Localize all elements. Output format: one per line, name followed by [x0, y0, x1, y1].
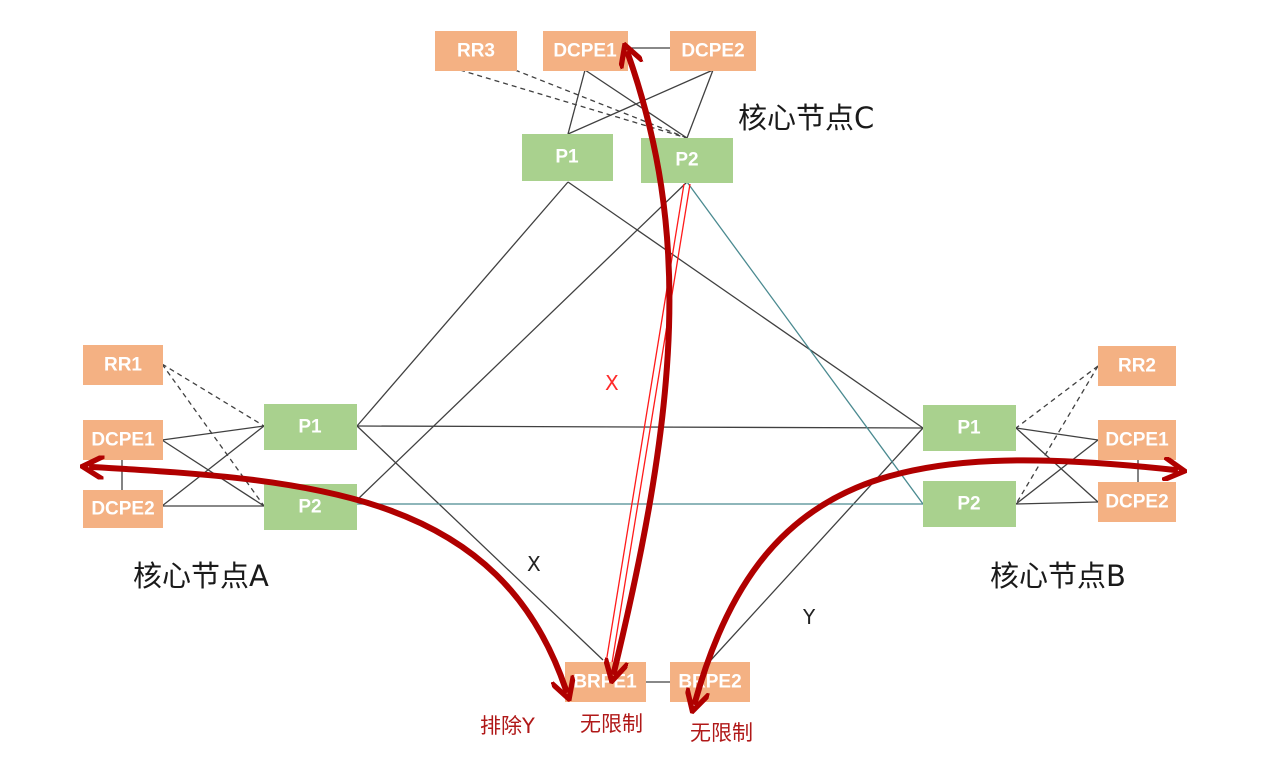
node-b-p2[interactable]: P2 [923, 481, 1016, 527]
site-label-a: 核心节点A [133, 559, 269, 593]
node-b-dcpe1-label: DCPE1 [1105, 430, 1169, 451]
node-a-dcpe2[interactable]: DCPE2 [83, 490, 163, 528]
node-a-dcpe2-label: DCPE2 [91, 499, 154, 520]
link-b-p1-brpe2 [699, 427, 924, 673]
node-brpe2[interactable]: BRPE2 [670, 662, 750, 702]
link-rr2-p2 [1015, 365, 1099, 505]
node-a-p2-label: P2 [298, 497, 321, 518]
node-c-p2-label: P2 [675, 150, 698, 171]
link-c-p2-b-p2 [686, 181, 924, 505]
node-rr2[interactable]: RR2 [1098, 346, 1176, 386]
node-brpe2-label: BRPE2 [678, 672, 741, 693]
link-rr3-p2-b [514, 69, 688, 139]
site-label-c: 核心节点C [738, 101, 874, 135]
node-b-p1[interactable]: P1 [923, 405, 1016, 451]
node-c-p1-label: P1 [555, 147, 579, 168]
node-a-p1-label: P1 [298, 417, 322, 438]
link-a-dcpe1-p1 [161, 425, 265, 441]
node-rr3-label: RR3 [457, 41, 495, 62]
route-arrows [92, 54, 1175, 702]
node-c-p1[interactable]: P1 [522, 134, 613, 181]
link-b-p2-dcpe2 [1015, 501, 1099, 505]
route-arrow-c-to-brpe1 [614, 54, 673, 672]
link-c-p1-b-p1 [567, 181, 924, 429]
link-c-p2-dcpe2 [686, 69, 714, 139]
node-brpe1-label: BRPE1 [573, 672, 637, 693]
link-label-x-red: X [605, 371, 619, 395]
node-rr1-label: RR1 [104, 355, 142, 376]
node-c-dcpe2-label: DCPE2 [681, 41, 744, 62]
node-a-dcpe1[interactable]: DCPE1 [83, 420, 163, 460]
node-b-dcpe2-label: DCPE2 [1105, 492, 1168, 513]
node-b-p1-label: P1 [957, 418, 981, 439]
node-rr1[interactable]: RR1 [83, 345, 163, 385]
link-a-p1-b-p1 [356, 425, 924, 429]
route-label-unlimited-1: 无限制 [580, 712, 643, 736]
node-a-dcpe1-label: DCPE1 [91, 430, 155, 451]
node-b-dcpe2[interactable]: DCPE2 [1098, 482, 1176, 522]
node-rr2-label: RR2 [1118, 356, 1156, 377]
link-rr2-p1 [1015, 365, 1099, 429]
backbone-links [121, 47, 1139, 683]
link-rr3-p2-a [459, 69, 688, 139]
link-a-p1-c-p1 [356, 181, 569, 427]
route-label-exclude-y: 排除Y [480, 714, 535, 738]
link-red-p2-brpe1-left [605, 183, 685, 664]
node-rr3[interactable]: RR3 [435, 31, 517, 71]
node-c-dcpe1[interactable]: DCPE1 [543, 31, 628, 71]
link-rr1-p2 [161, 363, 265, 507]
link-label-y-black: Y [802, 605, 816, 629]
node-c-dcpe1-label: DCPE1 [553, 41, 617, 62]
node-b-p2-label: P2 [957, 494, 980, 515]
red-constrained-path [605, 183, 691, 664]
link-b-p2-dcpe1 [1015, 439, 1099, 505]
route-arrow-a-to-brpe1 [92, 467, 566, 690]
link-c-p1-dcpe1 [567, 69, 586, 135]
link-b-p1-dcpe1 [1015, 427, 1099, 441]
node-brpe1[interactable]: BRPE1 [565, 662, 646, 702]
link-red-p2-brpe1-right [611, 183, 691, 664]
node-b-dcpe1[interactable]: DCPE1 [1098, 420, 1176, 460]
node-c-dcpe2[interactable]: DCPE2 [670, 31, 756, 71]
node-a-p1[interactable]: P1 [264, 404, 357, 450]
link-rr1-p1 [161, 363, 265, 427]
link-a-p1-brpe1 [356, 425, 604, 661]
route-label-unlimited-2: 无限制 [690, 721, 753, 745]
site-label-b: 核心节点B [990, 559, 1126, 593]
route-arrow-b-to-brpe2 [695, 460, 1175, 702]
link-label-x-black: X [527, 552, 541, 576]
